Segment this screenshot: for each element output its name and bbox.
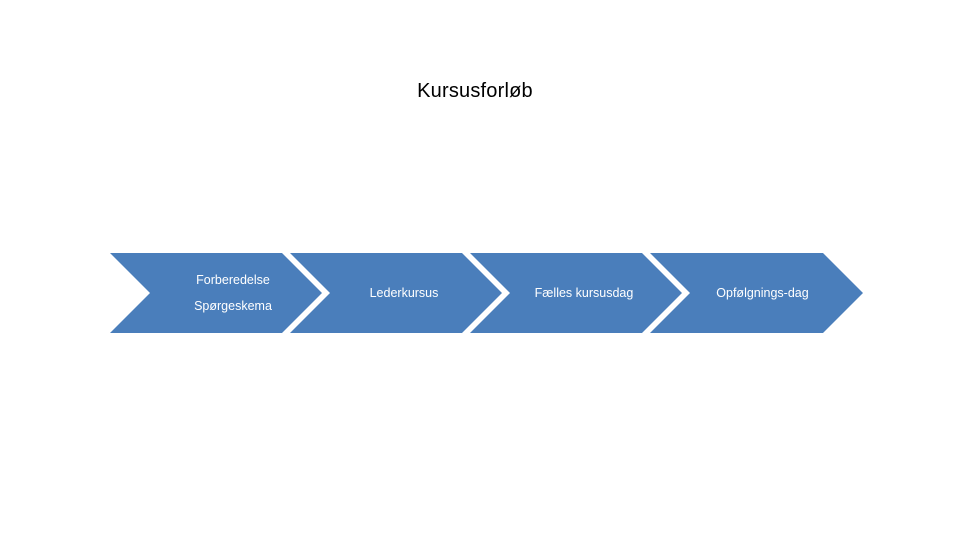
process-step-1-label: Forberedelse Spørgeskema	[110, 253, 322, 333]
page-title: Kursusforløb	[417, 80, 533, 102]
chevron-process-diagram: Forberedelse Spørgeskema Lederkursus Fæl…	[0, 253, 960, 333]
process-step-3-line-1: Fælles kursusdag	[534, 286, 634, 300]
process-step-1-line-1: Forberedelse	[196, 273, 270, 287]
process-step-1-line-2: Spørgeskema	[194, 299, 272, 313]
process-step-1[interactable]: Forberedelse Spørgeskema	[110, 253, 322, 333]
process-step-2-line-1: Lederkursus	[369, 286, 439, 300]
process-step-4-line-1: Opfølgnings-dag	[716, 286, 809, 300]
